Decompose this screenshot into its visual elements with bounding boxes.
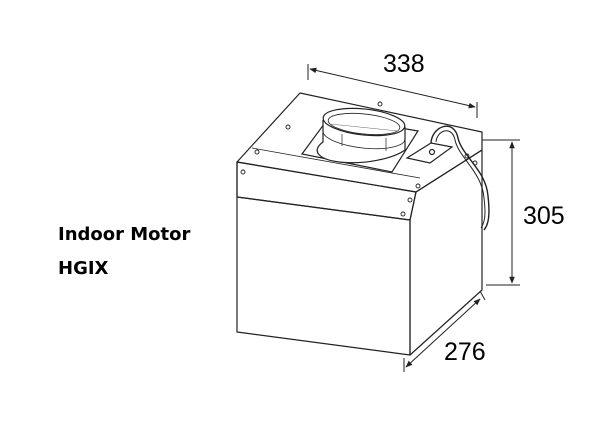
top-panel — [236, 92, 483, 193]
cable-assembly — [405, 125, 490, 231]
dimension-width-line — [309, 67, 476, 109]
duct-collar — [300, 107, 419, 173]
product-title: Indoor Motor — [58, 224, 191, 245]
dimension-width-label: 338 — [383, 50, 425, 78]
dimension-depth-label: 276 — [444, 338, 486, 366]
dimension-depth: 276 — [403, 290, 486, 372]
dimension-width: 338 — [307, 50, 478, 118]
dimension-height-label: 305 — [523, 202, 565, 230]
dimension-depth-line — [405, 298, 481, 368]
right-side-panel — [409, 149, 483, 356]
front-face — [236, 196, 411, 356]
collar-rim — [322, 107, 406, 137]
product-model: HGIX — [58, 258, 109, 279]
cable — [430, 125, 490, 231]
dimension-height: 305 — [482, 139, 565, 286]
